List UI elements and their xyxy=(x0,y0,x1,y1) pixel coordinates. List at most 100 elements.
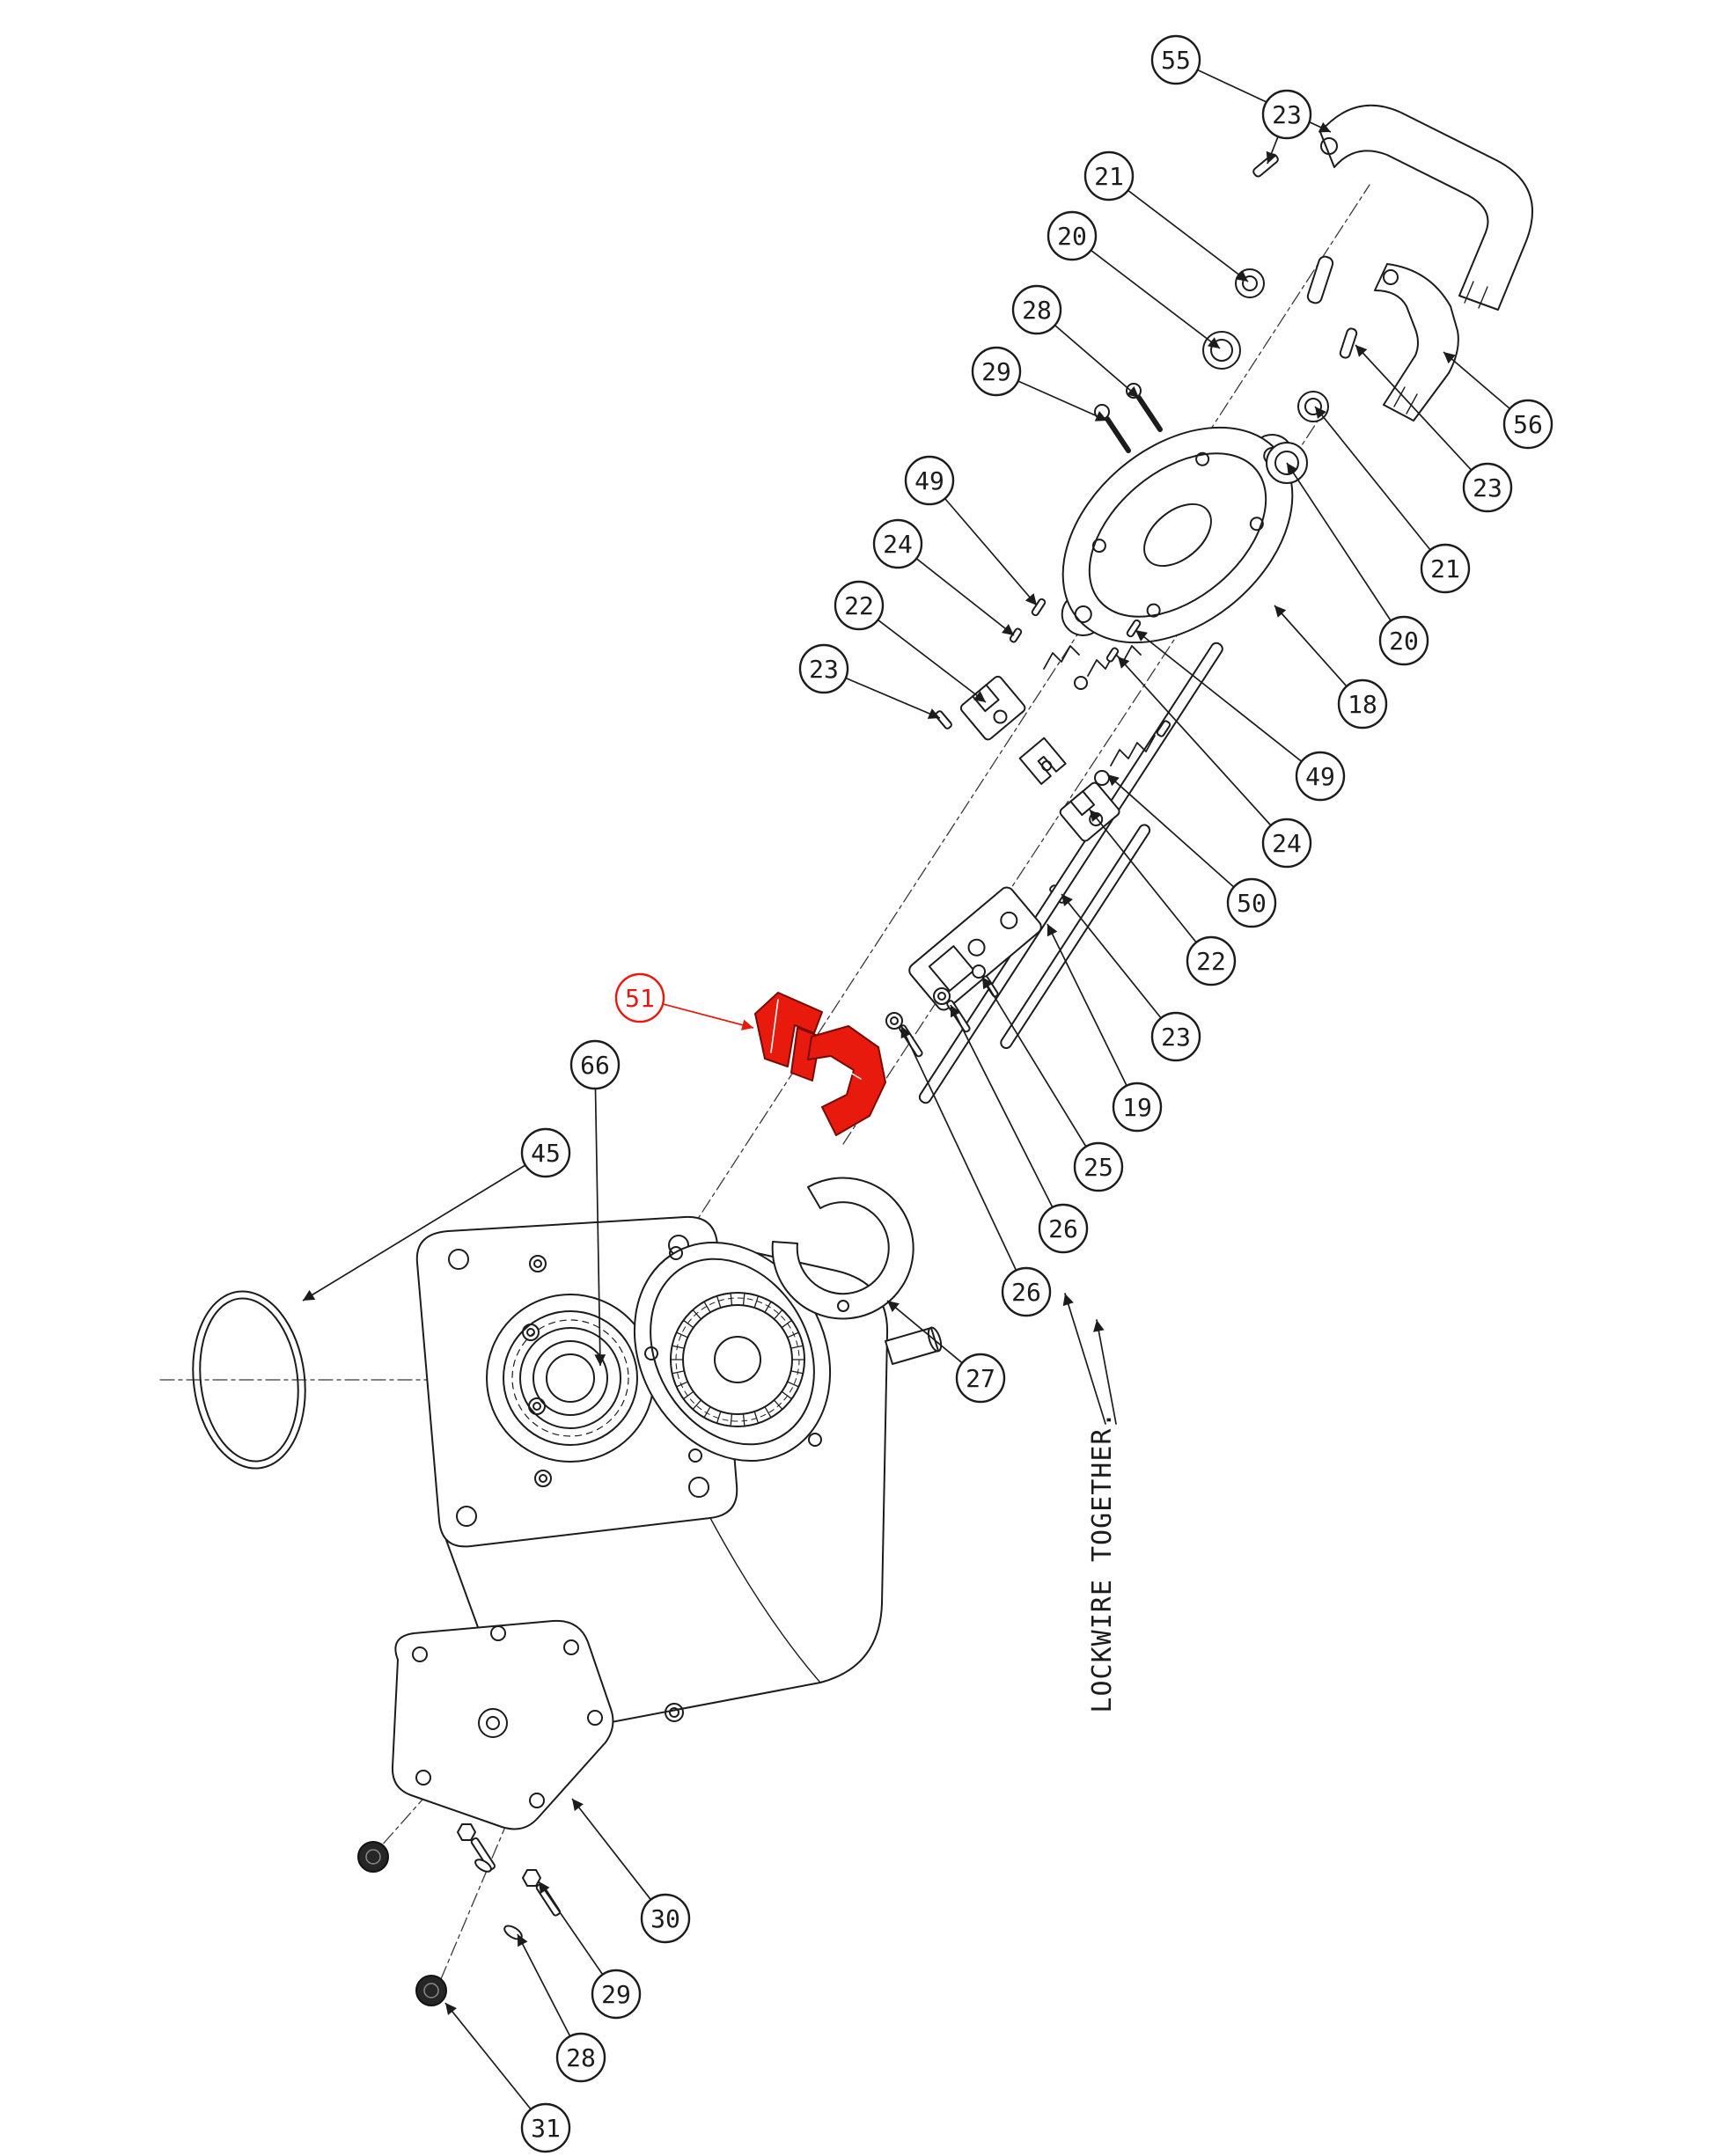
balloon-circle[interactable] xyxy=(1073,1141,1124,1192)
callout-layer: 5523212028295623212018492449242223502223… xyxy=(302,34,1553,2153)
balloon-circle[interactable] xyxy=(1150,1011,1201,1062)
detent-springs xyxy=(1009,598,1171,786)
balloon-circle[interactable] xyxy=(569,1039,621,1090)
leader-line xyxy=(1355,344,1473,471)
leader-line xyxy=(1117,656,1272,826)
callout-27[interactable]: 27 xyxy=(886,1300,1006,1404)
balloon-label: 30 xyxy=(650,1904,680,1933)
callout-45[interactable]: 45 xyxy=(302,1127,571,1302)
balloon-circle[interactable] xyxy=(1378,615,1429,666)
balloon-circle[interactable] xyxy=(520,2102,571,2153)
callout-20[interactable]: 20 xyxy=(1047,210,1221,349)
callout-49[interactable]: 49 xyxy=(1135,629,1346,802)
balloon-label: 19 xyxy=(1122,1093,1152,1122)
callout-21[interactable]: 21 xyxy=(1314,406,1471,594)
balloon-circle[interactable] xyxy=(1150,34,1201,85)
leader-line xyxy=(1286,462,1392,621)
balloon-circle[interactable] xyxy=(1047,210,1098,261)
balloon-circle[interactable] xyxy=(1337,678,1388,730)
balloon-circle[interactable] xyxy=(591,1969,642,2020)
callout-20[interactable]: 20 xyxy=(1286,462,1429,666)
balloon-circle[interactable] xyxy=(798,643,849,694)
balloon-circle[interactable] xyxy=(1001,1266,1052,1317)
leader-line xyxy=(950,1004,1054,1208)
balloon-circle[interactable] xyxy=(1226,877,1277,928)
balloon-label: 25 xyxy=(1083,1153,1113,1182)
leader-line xyxy=(594,1088,606,1367)
callout-56[interactable]: 56 xyxy=(1443,351,1553,450)
callout-26[interactable]: 26 xyxy=(950,1004,1089,1254)
balloon-label: 22 xyxy=(844,591,874,620)
balloon-circle[interactable] xyxy=(971,346,1022,397)
callout-30[interactable]: 30 xyxy=(571,1798,691,1944)
balloon-circle[interactable] xyxy=(1186,935,1237,986)
balloon-circle[interactable] xyxy=(904,455,955,506)
balloon-circle[interactable] xyxy=(640,1893,691,1944)
balloon-circle[interactable] xyxy=(1083,150,1135,202)
balloon-label: 23 xyxy=(809,655,839,684)
balloon-circle[interactable] xyxy=(614,972,665,1023)
balloon-circle[interactable] xyxy=(1038,1203,1089,1254)
leader-line xyxy=(1090,249,1221,349)
callout-29[interactable]: 29 xyxy=(971,346,1108,422)
balloon-circle[interactable] xyxy=(1502,399,1553,450)
callout-23[interactable]: 23 xyxy=(1261,89,1312,165)
balloon-circle[interactable] xyxy=(1420,543,1471,594)
balloon-circle[interactable] xyxy=(1462,462,1513,513)
leader-line xyxy=(1127,189,1249,282)
balloon-label: 18 xyxy=(1348,690,1377,719)
callout-23[interactable]: 23 xyxy=(1061,893,1201,1062)
callout-18[interactable]: 18 xyxy=(1274,605,1388,730)
part-fork-half xyxy=(771,1177,914,1320)
callout-23[interactable]: 23 xyxy=(1355,344,1513,513)
callout-49[interactable]: 49 xyxy=(904,455,1038,606)
balloon-label: 21 xyxy=(1094,162,1124,191)
balloon-circle[interactable] xyxy=(1112,1082,1163,1133)
callout-22[interactable]: 22 xyxy=(834,580,987,703)
callout-28[interactable]: 28 xyxy=(1011,284,1140,399)
callout-55[interactable]: 55 xyxy=(1150,34,1332,133)
callout-26[interactable]: 26 xyxy=(900,1025,1052,1317)
callout-50[interactable]: 50 xyxy=(1106,774,1277,928)
balloon-label: 29 xyxy=(981,357,1011,386)
leader-line xyxy=(1443,351,1511,410)
drive-gear xyxy=(670,1292,805,1427)
balloon-circle[interactable] xyxy=(834,580,885,631)
balloon-circle[interactable] xyxy=(955,1353,1006,1404)
callout-29[interactable]: 29 xyxy=(538,1881,642,2020)
leader-line xyxy=(444,2002,532,2110)
balloon-circle[interactable] xyxy=(1261,89,1312,140)
leader-line xyxy=(571,1798,652,1901)
balloon-label: 24 xyxy=(1272,829,1302,858)
callout-19[interactable]: 19 xyxy=(1047,923,1163,1133)
callout-51-highlighted[interactable]: 51 xyxy=(614,972,754,1030)
callout-21[interactable]: 21 xyxy=(1083,150,1249,282)
leader-line xyxy=(517,1933,571,2037)
callout-23[interactable]: 23 xyxy=(798,643,941,719)
callout-24[interactable]: 24 xyxy=(1117,656,1312,869)
callout-66[interactable]: 66 xyxy=(569,1039,621,1367)
callout-22[interactable]: 22 xyxy=(1089,809,1237,986)
callout-24[interactable]: 24 xyxy=(872,518,1015,636)
callout-31[interactable]: 31 xyxy=(444,2002,571,2153)
output-shaft-stub xyxy=(885,1326,943,1365)
balloon-label: 45 xyxy=(531,1139,561,1168)
balloon-label: 26 xyxy=(1048,1214,1078,1243)
balloon-circle[interactable] xyxy=(1261,818,1312,869)
balloon-circle[interactable] xyxy=(520,1127,571,1178)
balloon-circle[interactable] xyxy=(872,518,923,569)
balloon-label: 51 xyxy=(625,984,655,1013)
leader-line xyxy=(1266,136,1279,165)
balloon-circle[interactable] xyxy=(1011,284,1062,335)
balloon-label: 28 xyxy=(1022,296,1052,325)
callout-28[interactable]: 28 xyxy=(517,1933,606,2083)
callout-25[interactable]: 25 xyxy=(981,976,1124,1192)
leader-line xyxy=(1047,923,1127,1087)
balloon-circle[interactable] xyxy=(1295,751,1346,802)
balloon-circle[interactable] xyxy=(555,2032,606,2083)
balloon-label: 24 xyxy=(883,530,913,559)
part-shift-fork-highlighted xyxy=(754,992,886,1136)
balloon-label: 23 xyxy=(1473,473,1502,502)
